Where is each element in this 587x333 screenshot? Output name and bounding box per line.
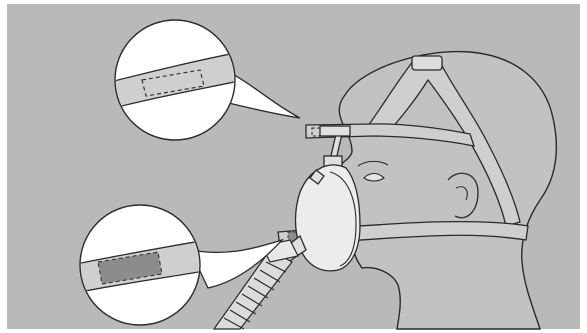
top-strap-detail-callout	[114, 19, 301, 141]
nasal-mask-icon	[281, 125, 361, 272]
bottom-strap-detail-callout	[79, 204, 285, 326]
callout-pointer	[188, 238, 285, 289]
ear-detail	[455, 186, 468, 201]
detail-tab-solid	[97, 251, 163, 285]
eyebrow	[357, 160, 389, 167]
air-tube-icon	[212, 239, 299, 330]
ear-icon	[447, 172, 479, 219]
detail-strap	[116, 51, 234, 109]
eye-icon	[363, 172, 385, 182]
